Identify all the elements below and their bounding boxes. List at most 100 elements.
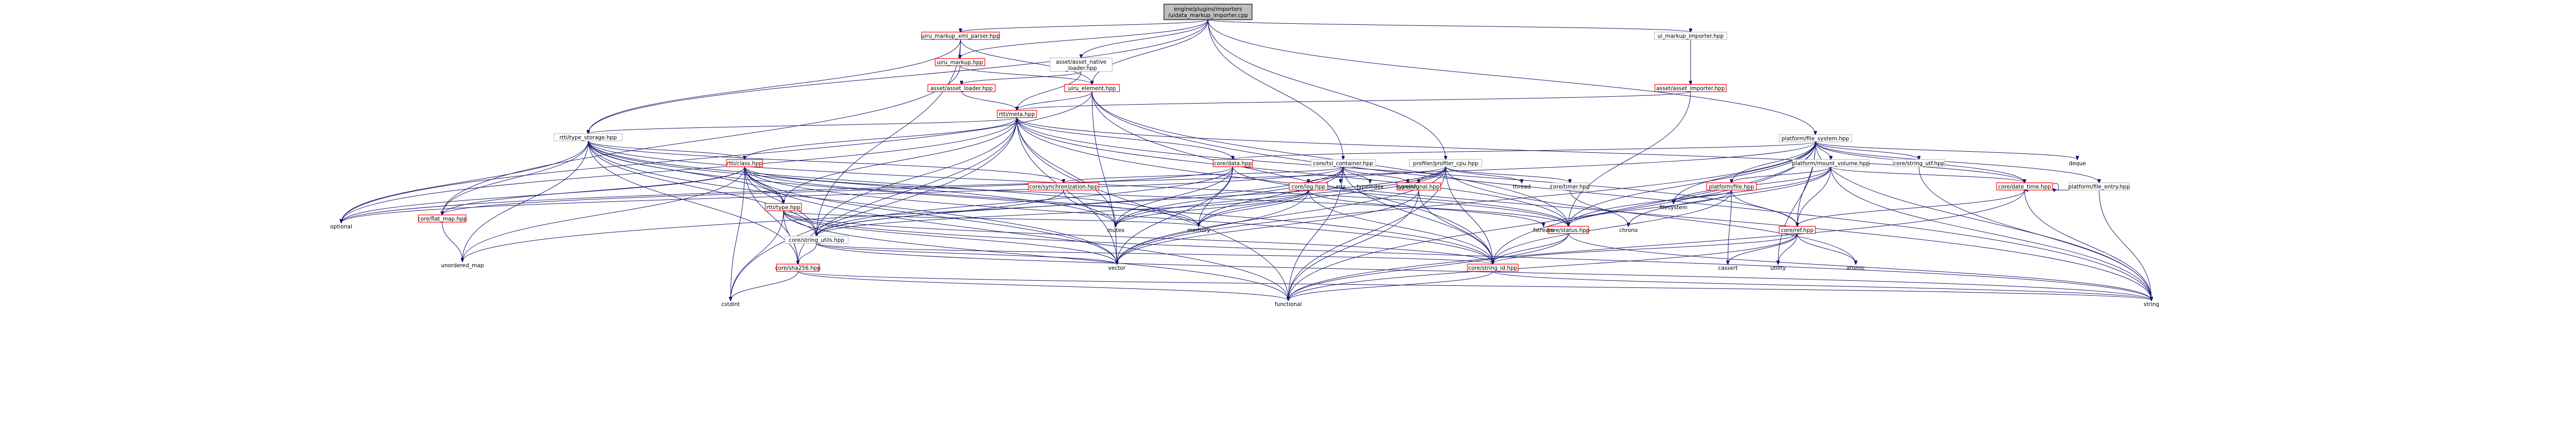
node-platform-mount-volume[interactable]: platform/mount_volume.hpp bbox=[1792, 159, 1870, 167]
node-rtti-type[interactable]: rtti/type.hpp bbox=[765, 203, 802, 211]
node-label: core/ref.hpp bbox=[1781, 227, 1813, 234]
node-core-date-time[interactable]: core/date_time.hpp bbox=[1996, 182, 2053, 191]
dependency-edge bbox=[1016, 117, 1116, 226]
node-core-data[interactable]: core/data.hpp bbox=[1213, 159, 1253, 167]
edges-layer bbox=[341, 19, 2151, 300]
dependency-edge bbox=[1016, 117, 1797, 226]
node-box bbox=[1779, 226, 1816, 234]
dependency-edge bbox=[1199, 190, 1309, 226]
node-box bbox=[1028, 182, 1099, 191]
dependency-edge bbox=[797, 271, 1288, 300]
node-label: core/data.hpp bbox=[1214, 161, 1252, 167]
dependency-edge bbox=[2024, 190, 2151, 300]
node-rtti-meta[interactable]: rtti/meta.hpp bbox=[997, 110, 1037, 118]
node-core-ref[interactable]: core/ref.hpp bbox=[1779, 226, 1816, 234]
dependency-edge bbox=[341, 141, 1816, 223]
dependency-edge bbox=[961, 91, 1017, 110]
dependency-edge bbox=[1116, 190, 1309, 226]
dependency-edge bbox=[341, 140, 589, 223]
node-core-timer[interactable]: core/timer.hpp bbox=[1550, 182, 1590, 191]
node-std-utility: utility bbox=[1770, 265, 1786, 271]
node-label: core/sha256.hpp bbox=[775, 265, 821, 271]
dependency-edge bbox=[442, 222, 462, 262]
node-std-typeindex: typeindex bbox=[1357, 184, 1384, 190]
node-box bbox=[1654, 32, 1727, 40]
node-label: asset/asset_native bbox=[1056, 59, 1107, 65]
dependency-edge bbox=[1233, 141, 1816, 159]
node-label: core/status.hpp bbox=[1547, 227, 1590, 234]
dependency-edge bbox=[1016, 117, 1233, 159]
dependency-edge bbox=[959, 65, 1092, 84]
node-core-sha256[interactable]: core/sha256.hpp bbox=[775, 264, 821, 272]
node-core-tsl-container[interactable]: core/tsl_container.hpp bbox=[1311, 159, 1376, 167]
dependency-edge bbox=[1092, 19, 1209, 84]
dependency-edge bbox=[731, 271, 798, 300]
dependency-edge bbox=[588, 140, 1117, 264]
node-core-string-id[interactable]: core/string_id.hpp bbox=[1467, 264, 1519, 272]
node-root[interactable]: engine/plugins/importers/uidata_markup_i… bbox=[1163, 4, 1253, 20]
dependency-edge bbox=[341, 166, 1344, 223]
node-box bbox=[927, 84, 996, 92]
dependency-edge bbox=[588, 140, 783, 204]
dependency-edge bbox=[1445, 166, 1570, 183]
node-core-status[interactable]: core/status.hpp bbox=[1547, 226, 1590, 234]
dependency-edge bbox=[731, 117, 1017, 300]
dependency-edge bbox=[783, 210, 2151, 300]
dependency-edge bbox=[1288, 190, 1419, 300]
dependency-edge bbox=[442, 166, 1233, 215]
node-label: ui_markup_importer.hpp bbox=[1657, 33, 1724, 39]
dependency-edge bbox=[1731, 190, 1797, 226]
dependency-edge bbox=[745, 117, 1017, 159]
node-label: core/date_time.hpp bbox=[1998, 184, 2051, 190]
node-core-flat-map[interactable]: core/flat_map.hpp bbox=[417, 214, 467, 223]
dependency-edge bbox=[731, 210, 784, 300]
node-box bbox=[1213, 159, 1253, 167]
node-asset-importer[interactable]: asset/asset_importer.hpp bbox=[1654, 84, 1727, 92]
node-rtti-type-storage[interactable]: rtti/type_storage.hpp bbox=[554, 133, 623, 141]
node-asset-loader[interactable]: asset/asset_loader.hpp bbox=[927, 84, 996, 92]
node-label: profiler/profiler_cpu.hpp bbox=[1413, 161, 1479, 167]
node-std-optional: optional bbox=[330, 224, 353, 230]
dependency-edge bbox=[1017, 91, 1691, 110]
node-platform-file-entry[interactable]: platform/file_entry.hpp bbox=[2069, 182, 2130, 191]
node-core-string-utils[interactable]: core/string_utils.hpp bbox=[784, 236, 849, 244]
node-label: optional bbox=[330, 224, 353, 230]
node-std-string: string bbox=[2144, 301, 2159, 308]
node-box bbox=[1311, 159, 1376, 167]
node-core-log[interactable]: core/log.hpp bbox=[1289, 182, 1328, 191]
dependency-edge bbox=[1569, 190, 1628, 226]
dependency-edge bbox=[1308, 166, 1446, 183]
dependency-edge bbox=[1288, 271, 1493, 300]
node-uiru-element[interactable]: uiru_element.hpp bbox=[1064, 84, 1120, 92]
node-uiru-markup[interactable]: uiru_markup.hpp bbox=[935, 58, 985, 66]
dependency-edge bbox=[1117, 190, 1309, 264]
node-label: chrono bbox=[1619, 227, 1638, 234]
node-uiru-markup-xml-parser[interactable]: uiru_markup_xml_parser.hpp bbox=[921, 32, 1000, 40]
dependency-edge bbox=[1830, 166, 2025, 183]
node-ui-markup-importer[interactable]: ui_markup_importer.hpp bbox=[1654, 32, 1727, 40]
dependency-edge bbox=[1288, 233, 1798, 300]
dependency-edge bbox=[817, 190, 1064, 236]
node-box bbox=[1706, 182, 1757, 191]
dependency-edge bbox=[1288, 233, 1569, 300]
node-profiler-cpu[interactable]: profiler/profiler_cpu.hpp bbox=[1409, 159, 1482, 167]
node-box bbox=[1779, 134, 1852, 142]
node-label: fstream bbox=[1533, 227, 1554, 234]
node-label: core/string_utf.hpp bbox=[1894, 161, 1945, 167]
node-box bbox=[935, 58, 985, 66]
node-label: mutex bbox=[1107, 227, 1125, 234]
node-label: rtti/type_storage.hpp bbox=[560, 135, 617, 141]
node-core-string-utf[interactable]: core/string_utf.hpp bbox=[1893, 159, 1945, 167]
node-platform-file-system[interactable]: platform/file_system.hpp bbox=[1779, 134, 1852, 142]
node-asset-native-loader[interactable]: asset/asset_native_loader.hpp bbox=[1050, 57, 1113, 72]
node-core-signal[interactable]: core/signal.hpp bbox=[1396, 182, 1441, 191]
node-rtti-class[interactable]: rtti/class.hpp bbox=[726, 159, 763, 167]
dependency-edge bbox=[1117, 166, 1233, 264]
dependency-edge bbox=[1017, 71, 1082, 110]
node-label: platform/file_system.hpp bbox=[1782, 136, 1850, 142]
node-core-synchronization[interactable]: core/synchronization.hpp bbox=[1028, 182, 1099, 191]
node-label: cassert bbox=[1718, 265, 1738, 271]
dependency-edge bbox=[1207, 19, 1343, 159]
node-platform-file[interactable]: platform/file.hpp bbox=[1706, 182, 1757, 191]
